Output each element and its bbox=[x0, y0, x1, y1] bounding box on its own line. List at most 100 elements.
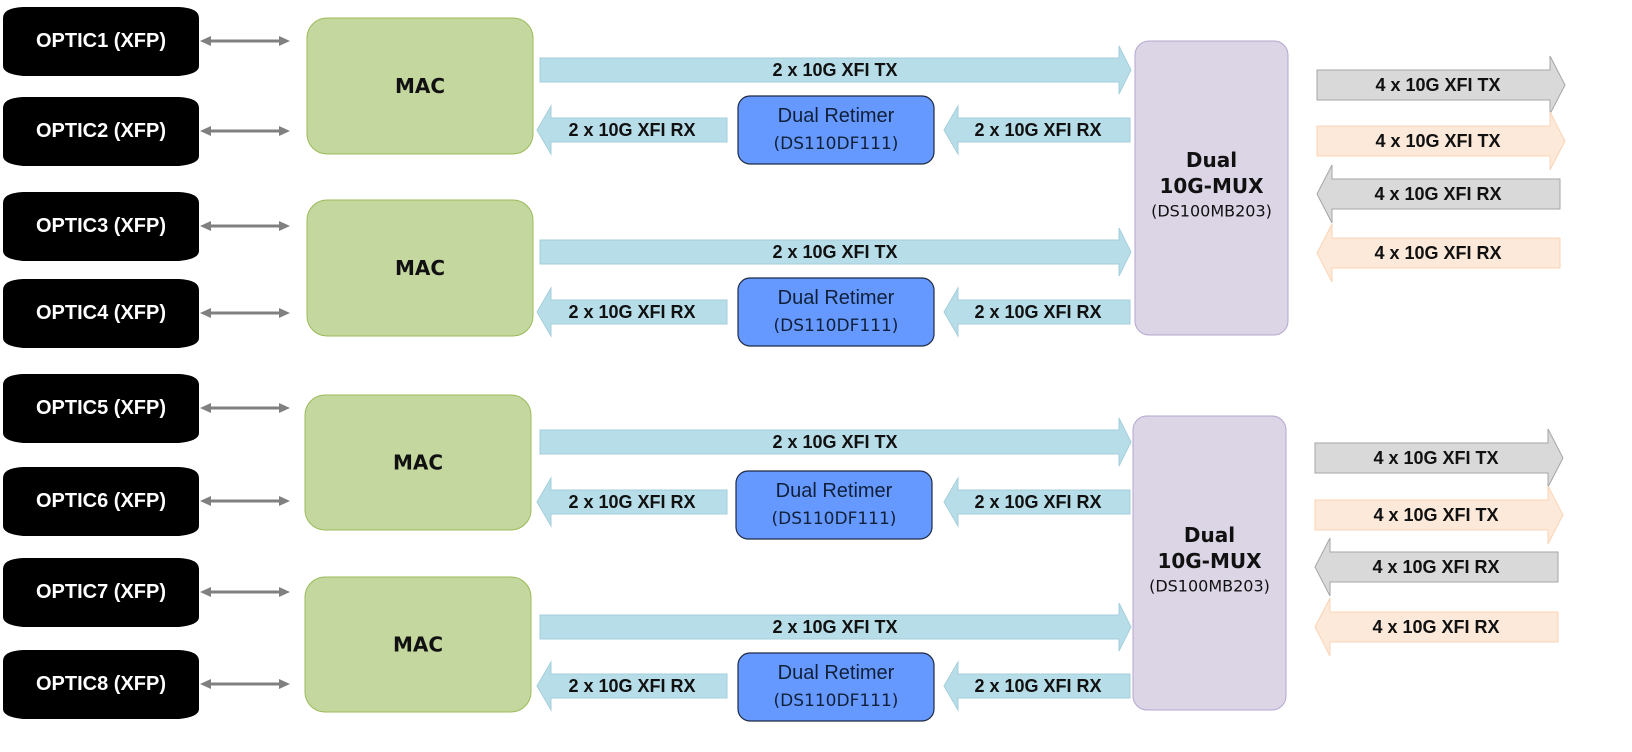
retimer-title: Dual Retimer bbox=[778, 105, 895, 127]
xfi-rx-arrow-to-mac: 2 x 10G XFI RX bbox=[536, 476, 728, 528]
uplink-arrow-left-gray: 4 x 10G XFI RX bbox=[1316, 164, 1561, 224]
bidirectional-arrow bbox=[200, 679, 290, 689]
xfi-tx-label: 2 x 10G XFI TX bbox=[772, 617, 897, 637]
xfi-tx-label: 2 x 10G XFI TX bbox=[772, 242, 897, 262]
xfi-rx-label: 2 x 10G XFI RX bbox=[568, 302, 695, 322]
optic-module-4: OPTIC4 (XFP) bbox=[3, 279, 290, 348]
mac-block-label: MAC bbox=[395, 74, 445, 98]
retimer-shape bbox=[737, 652, 935, 722]
mux-part-number: (DS100MB203) bbox=[1149, 577, 1270, 596]
uplink-label: 4 x 10G XFI RX bbox=[1372, 617, 1499, 637]
xfi-rx-label: 2 x 10G XFI RX bbox=[568, 676, 695, 696]
optic-module-shape bbox=[3, 97, 199, 166]
optic-module-1: OPTIC1 (XFP) bbox=[3, 7, 290, 76]
optic-module-shape bbox=[3, 279, 199, 348]
dual-retimer: Dual Retimer (DS110DF111) bbox=[735, 470, 933, 540]
xfi-lane-1: 2 x 10G XFI TX 2 x 10G XFI RX 2 x 10G XFI … bbox=[536, 45, 1132, 165]
optic-module-7: OPTIC7 (XFP) bbox=[3, 558, 290, 627]
mac-block-shape bbox=[304, 394, 532, 531]
xfi-tx-arrow: 2 x 10G XFI TX bbox=[539, 602, 1132, 652]
xfi-tx-label: 2 x 10G XFI TX bbox=[772, 432, 897, 452]
mux-shape bbox=[1132, 415, 1287, 711]
mac-block-4: MAC bbox=[304, 576, 532, 713]
xfi-rx-label: 2 x 10G XFI RX bbox=[974, 676, 1101, 696]
xfi-rx-arrow-to-mac: 2 x 10G XFI RX bbox=[536, 286, 728, 338]
bidirectional-arrow bbox=[200, 308, 290, 318]
uplink-arrow-left-peach: 4 x 10G XFI RX bbox=[1316, 223, 1561, 283]
mac-block-shape bbox=[306, 17, 534, 155]
optic-module-shape bbox=[3, 650, 199, 719]
mac-block-3: MAC bbox=[304, 394, 532, 531]
mac-block-2: MAC bbox=[306, 199, 534, 337]
optic-module-5: OPTIC5 (XFP) bbox=[3, 374, 290, 443]
optic-module-label: OPTIC5 (XFP) bbox=[36, 397, 166, 419]
optic-module-label: OPTIC2 (XFP) bbox=[36, 120, 166, 142]
bidirectional-arrow bbox=[200, 403, 290, 413]
bidirectional-arrow bbox=[200, 126, 290, 136]
uplink-label: 4 x 10G XFI TX bbox=[1373, 505, 1498, 525]
xfi-tx-label: 2 x 10G XFI TX bbox=[772, 60, 897, 80]
uplink-arrow-left-gray: 4 x 10G XFI RX bbox=[1314, 537, 1559, 597]
uplink-label: 4 x 10G XFI RX bbox=[1374, 184, 1501, 204]
mac-block-label: MAC bbox=[393, 633, 443, 657]
retimer-part-number: (DS110DF111) bbox=[774, 691, 899, 711]
mux-title-line2: 10G-MUX bbox=[1157, 549, 1262, 573]
xfi-rx-arrow-from-mux: 2 x 10G XFI RX bbox=[943, 104, 1131, 156]
bidirectional-arrow bbox=[200, 221, 290, 231]
retimer-title: Dual Retimer bbox=[778, 287, 895, 309]
mux-title-line1: Dual bbox=[1184, 523, 1235, 547]
optic-module-label: OPTIC8 (XFP) bbox=[36, 673, 166, 695]
optic-module-2: OPTIC2 (XFP) bbox=[3, 97, 290, 166]
mac-block-label: MAC bbox=[393, 451, 443, 475]
uplink-arrow-right-gray: 4 x 10G XFI TX bbox=[1316, 55, 1566, 115]
mux-part-number: (DS100MB203) bbox=[1151, 202, 1272, 221]
mac-block-shape bbox=[306, 199, 534, 337]
uplink-arrow-right-peach: 4 x 10G XFI TX bbox=[1316, 111, 1566, 171]
optic-module-shape bbox=[3, 467, 199, 536]
mac-block-label: MAC bbox=[395, 256, 445, 280]
dual-retimer: Dual Retimer (DS110DF111) bbox=[737, 652, 935, 722]
xfi-rx-arrow-to-mac: 2 x 10G XFI RX bbox=[536, 660, 728, 712]
mux-shape bbox=[1134, 40, 1289, 336]
mac-block-shape bbox=[304, 576, 532, 713]
uplink-label: 4 x 10G XFI RX bbox=[1372, 557, 1499, 577]
optic-module-label: OPTIC1 (XFP) bbox=[36, 30, 166, 52]
xfi-tx-arrow: 2 x 10G XFI TX bbox=[539, 45, 1132, 95]
retimer-part-number: (DS110DF111) bbox=[774, 134, 899, 154]
optic-module-3: OPTIC3 (XFP) bbox=[3, 192, 290, 261]
retimer-shape bbox=[737, 277, 935, 347]
uplink-label: 4 x 10G XFI TX bbox=[1375, 131, 1500, 151]
xfi-rx-label: 2 x 10G XFI RX bbox=[568, 492, 695, 512]
uplink-arrow-right-gray: 4 x 10G XFI TX bbox=[1314, 428, 1564, 488]
uplink-label: 4 x 10G XFI TX bbox=[1375, 75, 1500, 95]
uplink-arrow-left-peach: 4 x 10G XFI RX bbox=[1314, 597, 1559, 657]
retimer-part-number: (DS110DF111) bbox=[772, 509, 897, 529]
retimer-shape bbox=[737, 95, 935, 165]
optic-module-shape bbox=[3, 374, 199, 443]
mux-title-line2: 10G-MUX bbox=[1159, 174, 1264, 198]
xfi-rx-label: 2 x 10G XFI RX bbox=[974, 492, 1101, 512]
retimer-shape bbox=[735, 470, 933, 540]
optic-module-6: OPTIC6 (XFP) bbox=[3, 467, 290, 536]
dual-retimer: Dual Retimer (DS110DF111) bbox=[737, 95, 935, 165]
optic-module-label: OPTIC4 (XFP) bbox=[36, 302, 166, 324]
dual-retimer: Dual Retimer(DS110DF111) bbox=[737, 277, 935, 347]
uplink-label: 4 x 10G XFI TX bbox=[1373, 448, 1498, 468]
bidirectional-arrow bbox=[200, 36, 290, 46]
xfi-rx-arrow-from-mux: 2 x 10G XFI RX bbox=[943, 476, 1131, 528]
retimer-title: Dual Retimer bbox=[778, 662, 895, 684]
bidirectional-arrow bbox=[200, 496, 290, 506]
xfi-lane-4: 2 x 10G XFI TX 2 x 10G XFI RX 2 x 10G XFI … bbox=[536, 602, 1132, 722]
xfi-rx-label: 2 x 10G XFI RX bbox=[568, 120, 695, 140]
retimer-title: Dual Retimer bbox=[776, 480, 893, 502]
xfi-rx-arrow-to-mac: 2 x 10G XFI RX bbox=[536, 104, 728, 156]
xfi-rx-arrow-from-mux: 2 x 10G XFI RX bbox=[943, 286, 1131, 338]
xfi-tx-arrow: 2 x 10G XFI TX bbox=[539, 417, 1132, 467]
mac-block-1: MAC bbox=[306, 17, 534, 155]
xfi-lane-2: 2 x 10G XFI TX 2 x 10G XFI RX 2 x 10G XFI … bbox=[536, 227, 1132, 347]
uplink-label: 4 x 10G XFI RX bbox=[1374, 243, 1501, 263]
optic-module-shape bbox=[3, 558, 199, 627]
